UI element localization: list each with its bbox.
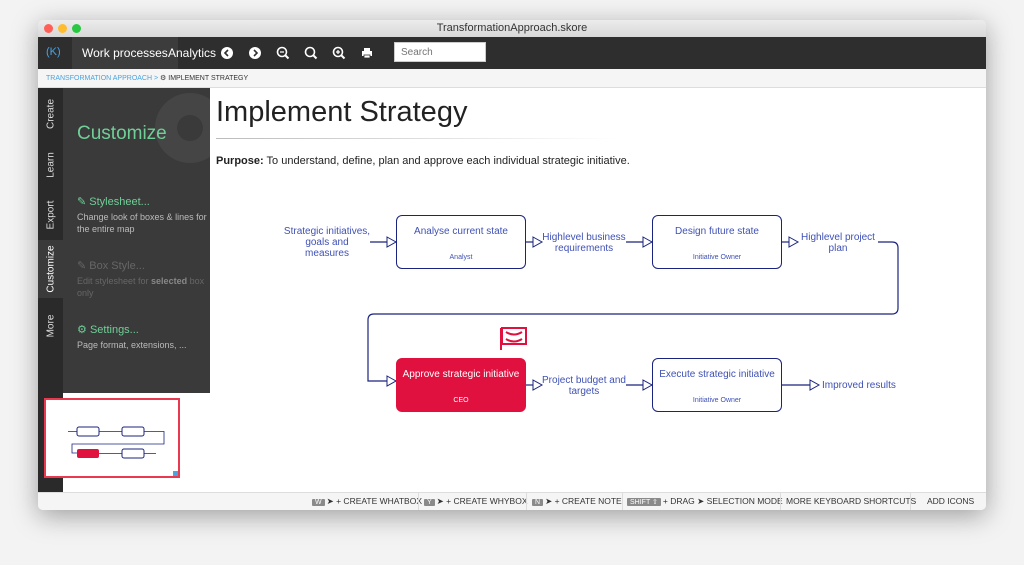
add-icons-link[interactable]: ADD ICONS [927, 496, 975, 506]
output-label-improved-results[interactable]: Improved results [822, 380, 896, 391]
shortcut-selection-mode[interactable]: SHIFT ⇧+ DRAG ➤ SELECTION MODE [627, 496, 783, 507]
shortcut-note[interactable]: N➤ + CREATE NOTE [532, 496, 622, 507]
tab-learn[interactable]: Learn [45, 152, 56, 178]
close-window-button[interactable] [44, 24, 53, 33]
back-icon[interactable] [220, 46, 234, 60]
window-title: TransformationApproach.skore [436, 22, 588, 34]
title-bar: TransformationApproach.skore [38, 20, 986, 38]
search-input[interactable] [394, 42, 486, 62]
cursor-icon: ➤ [545, 496, 553, 506]
brush-icon: ✎ [77, 196, 87, 208]
title-divider [216, 138, 616, 139]
settings-desc: Page format, extensions, ... [77, 340, 187, 350]
maximize-window-button[interactable] [72, 24, 81, 33]
process-icon: ⚙ [160, 75, 167, 82]
more-shortcuts-link[interactable]: MORE KEYBOARD SHORTCUTS [786, 496, 917, 506]
cursor-icon: ➤ [697, 496, 705, 506]
zoom-out-icon[interactable] [276, 46, 290, 60]
gear-icon [155, 93, 210, 163]
stylesheet-item[interactable]: ✎ Stylesheet... Change look of boxes & l… [77, 196, 207, 234]
cursor-icon: ➤ [436, 496, 444, 506]
shortcut-whybox[interactable]: Y➤ + CREATE WHYBOX [424, 496, 528, 507]
brush-icon: ✎ [77, 260, 87, 272]
nav-work-processes[interactable]: Work processes [72, 37, 178, 69]
tab-customize[interactable]: Customize [38, 240, 63, 298]
customize-panel: Customize ✎ Stylesheet... Change look of… [63, 88, 210, 393]
app-logo[interactable]: (K) [46, 46, 61, 58]
status-bar: W➤ + CREATE WHATBOX Y➤ + CREATE WHYBOX N… [38, 492, 986, 510]
cursor-icon: ➤ [326, 496, 334, 506]
tab-create[interactable]: Create [45, 98, 56, 130]
whatbox-analyse-current-state[interactable]: Analyse current state Analyst [396, 215, 526, 269]
settings-item[interactable]: ⚙ Settings... Page format, extensions, .… [77, 324, 187, 350]
shortcut-whatbox[interactable]: W➤ + CREATE WHATBOX [312, 496, 422, 507]
stylesheet-desc: Change look of boxes & lines for the ent… [77, 212, 207, 234]
app-window: TransformationApproach.skore (K) Work pr… [38, 20, 986, 510]
breadcrumb-current: IMPLEMENT STRATEGY [168, 75, 249, 82]
purpose-text: Purpose: To understand, define, plan and… [216, 155, 630, 167]
breadcrumb-separator: > [154, 75, 159, 82]
map-canvas: Implement Strategy Purpose: To understan… [210, 88, 986, 492]
whatbox-approve-strategic-initiative[interactable]: Approve strategic initiative CEO [396, 358, 526, 412]
zoom-icon[interactable] [304, 46, 318, 60]
whatbox-design-future-state[interactable]: Design future state Initiative Owner [652, 215, 782, 269]
main-toolbar: (K) Work processes Analytics [38, 37, 986, 69]
minimap[interactable] [44, 398, 180, 478]
flag-icon [500, 327, 527, 350]
breadcrumb: TRANSFORMATION APPROACH > ⚙ IMPLEMENT ST… [38, 69, 986, 88]
breadcrumb-root[interactable]: TRANSFORMATION APPROACH [46, 75, 153, 82]
minimize-window-button[interactable] [58, 24, 67, 33]
flow-connectors [367, 236, 899, 391]
forward-icon[interactable] [248, 46, 262, 60]
whatbox-execute-strategic-initiative[interactable]: Execute strategic initiative Initiative … [652, 358, 782, 412]
panel-title: Customize [77, 123, 167, 144]
zoom-in-icon[interactable] [332, 46, 346, 60]
page-title: Implement Strategy [216, 96, 468, 128]
nav-analytics[interactable]: Analytics [168, 46, 217, 60]
print-icon[interactable] [360, 46, 374, 60]
gears-icon: ⚙ [77, 324, 87, 336]
tab-more[interactable]: More [45, 314, 56, 338]
tab-export[interactable]: Export [45, 200, 56, 230]
box-style-item[interactable]: ✎ Box Style... Edit stylesheet for selec… [77, 260, 205, 298]
